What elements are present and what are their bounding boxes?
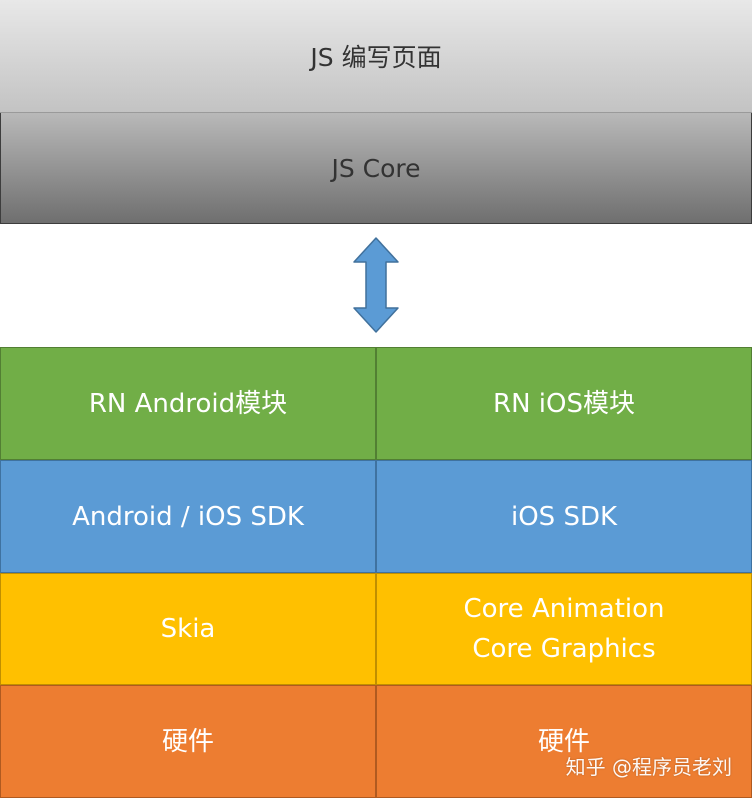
rn-ios-module-cell: RN iOS模块 bbox=[376, 347, 752, 460]
rn-android-module-cell: RN Android模块 bbox=[0, 347, 376, 460]
js-page-layer: JS 编写页面 bbox=[0, 0, 752, 113]
core-animation-label: Core Animation bbox=[463, 594, 665, 624]
core-graphics-cell: Core Animation Core Graphics bbox=[376, 573, 752, 685]
ios-sdk-label: iOS SDK bbox=[510, 501, 618, 532]
android-ios-sdk-label: Android / iOS SDK bbox=[72, 501, 304, 532]
double-arrow-vertical-icon bbox=[353, 237, 399, 333]
platform-stack-grid: RN Android模块 RN iOS模块 Android / iOS SDK … bbox=[0, 347, 752, 798]
hardware-right-cell: 硬件 bbox=[376, 685, 752, 798]
android-ios-sdk-cell: Android / iOS SDK bbox=[0, 460, 376, 573]
rn-android-module-label: RN Android模块 bbox=[88, 388, 288, 419]
ios-sdk-cell: iOS SDK bbox=[376, 460, 752, 573]
skia-cell: Skia bbox=[0, 573, 376, 685]
hardware-left-cell: 硬件 bbox=[0, 685, 376, 798]
rn-ios-module-label: RN iOS模块 bbox=[493, 388, 635, 419]
hardware-left-label: 硬件 bbox=[161, 726, 214, 757]
double-arrow-shape bbox=[353, 237, 399, 333]
hardware-right-label: 硬件 bbox=[537, 726, 590, 757]
js-core-layer: JS Core bbox=[0, 113, 752, 224]
watermark: 知乎 @程序员老刘 bbox=[565, 755, 732, 779]
core-graphics-label: Core Graphics bbox=[472, 634, 656, 664]
skia-label: Skia bbox=[160, 614, 216, 644]
js-core-label: JS Core bbox=[331, 153, 421, 183]
js-page-label: JS 编写页面 bbox=[310, 43, 442, 72]
